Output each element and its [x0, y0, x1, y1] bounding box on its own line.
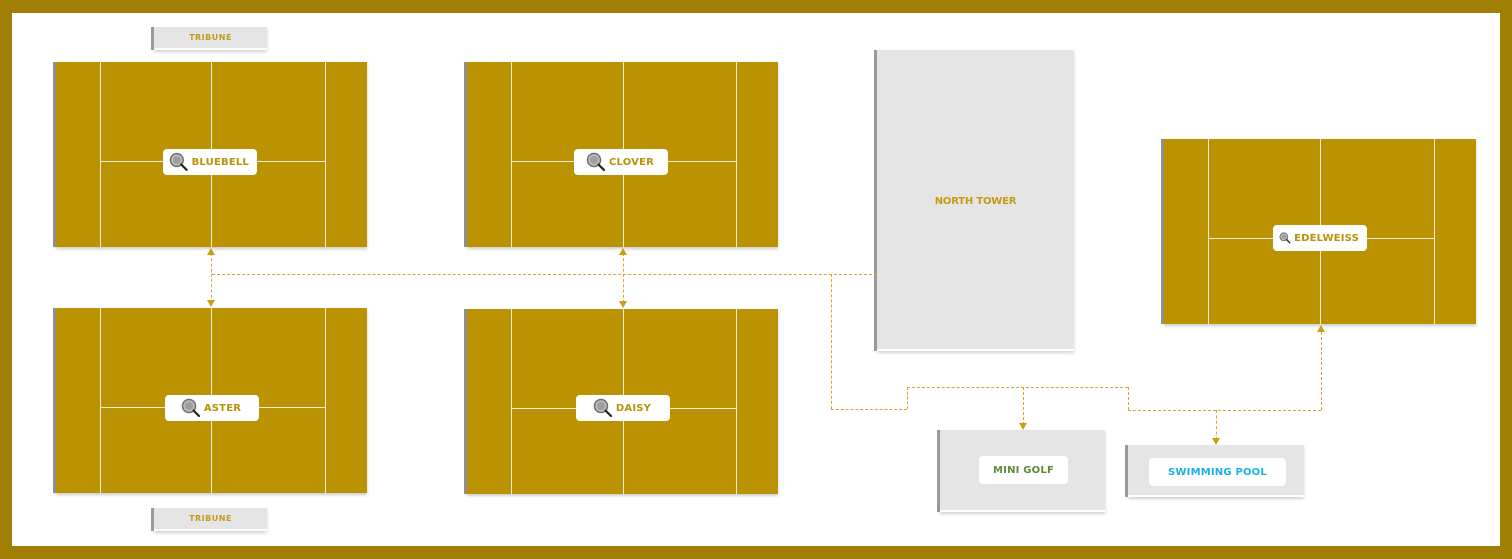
swimming-pool-label: SWIMMING POOL: [1168, 466, 1267, 478]
court-daisy[interactable]: DAISY: [467, 309, 778, 494]
connector-bluebell-aster: [211, 253, 212, 303]
court-name: ASTER: [203, 402, 242, 414]
connector-branch: [1128, 387, 1129, 410]
court-label-edelweiss[interactable]: EDELWEISS: [1273, 225, 1367, 251]
tribune-top-label: TRIBUNE: [189, 33, 232, 42]
court-line: [325, 62, 326, 247]
tennis-racket-icon: [169, 152, 188, 171]
connector-edelweiss: [1321, 332, 1322, 410]
connector-branch: [831, 409, 907, 410]
arrow-down-icon: [207, 300, 215, 307]
court-line: [100, 62, 101, 247]
connector-swimming-pool: [1216, 410, 1217, 440]
court-line: [511, 62, 512, 247]
court-name: DAISY: [615, 402, 652, 414]
connector-clover-daisy: [623, 253, 624, 303]
arrow-up-icon: [1317, 325, 1325, 332]
connector-branch: [831, 274, 832, 409]
court-label-aster[interactable]: ASTER: [165, 395, 259, 421]
court-label-clover[interactable]: CLOVER: [574, 149, 668, 175]
court-clover[interactable]: CLOVER: [467, 62, 778, 247]
court-line: [1208, 139, 1209, 324]
arrow-down-icon: [1019, 423, 1027, 430]
court-bluebell[interactable]: BLUEBELL: [56, 62, 367, 247]
court-aster[interactable]: ASTER: [56, 308, 367, 493]
mini-golf-label-box: MINI GOLF: [979, 456, 1068, 484]
court-line: [511, 309, 512, 494]
court-line: [736, 62, 737, 247]
north-tower[interactable]: NORTH TOWER: [877, 50, 1074, 351]
court-line: [100, 308, 101, 493]
tennis-racket-icon: [586, 152, 606, 172]
connector-mini-golf: [1023, 387, 1024, 425]
connector-branch: [907, 387, 1128, 388]
tribune-bottom[interactable]: TRIBUNE: [154, 508, 267, 531]
tennis-racket-icon: [1279, 232, 1291, 244]
connector-trunk: [212, 274, 877, 275]
court-line: [1434, 139, 1435, 324]
arrow-up-icon: [207, 248, 215, 255]
court-label-daisy[interactable]: DAISY: [576, 395, 670, 421]
court-line: [325, 308, 326, 493]
swimming-pool-label-box: SWIMMING POOL: [1149, 458, 1286, 486]
tennis-racket-icon: [593, 398, 612, 418]
tennis-racket-icon: [181, 398, 200, 418]
connector-branch: [1128, 410, 1321, 411]
court-edelweiss[interactable]: EDELWEISS: [1164, 139, 1476, 324]
court-name: CLOVER: [608, 156, 655, 168]
mini-golf[interactable]: MINI GOLF: [940, 430, 1105, 512]
arrow-down-icon: [1212, 438, 1220, 445]
swimming-pool[interactable]: SWIMMING POOL: [1128, 445, 1304, 497]
court-name: BLUEBELL: [191, 156, 249, 168]
connector-branch: [907, 387, 908, 409]
court-label-bluebell[interactable]: BLUEBELL: [163, 149, 257, 175]
court-line: [736, 309, 737, 494]
tribune-bottom-label: TRIBUNE: [189, 514, 232, 523]
mini-golf-label: MINI GOLF: [993, 464, 1054, 476]
arrow-down-icon: [619, 301, 627, 308]
court-name: EDELWEISS: [1294, 232, 1359, 244]
north-tower-label: NORTH TOWER: [934, 196, 1017, 207]
tribune-top[interactable]: TRIBUNE: [154, 27, 267, 50]
arrow-up-icon: [619, 248, 627, 255]
